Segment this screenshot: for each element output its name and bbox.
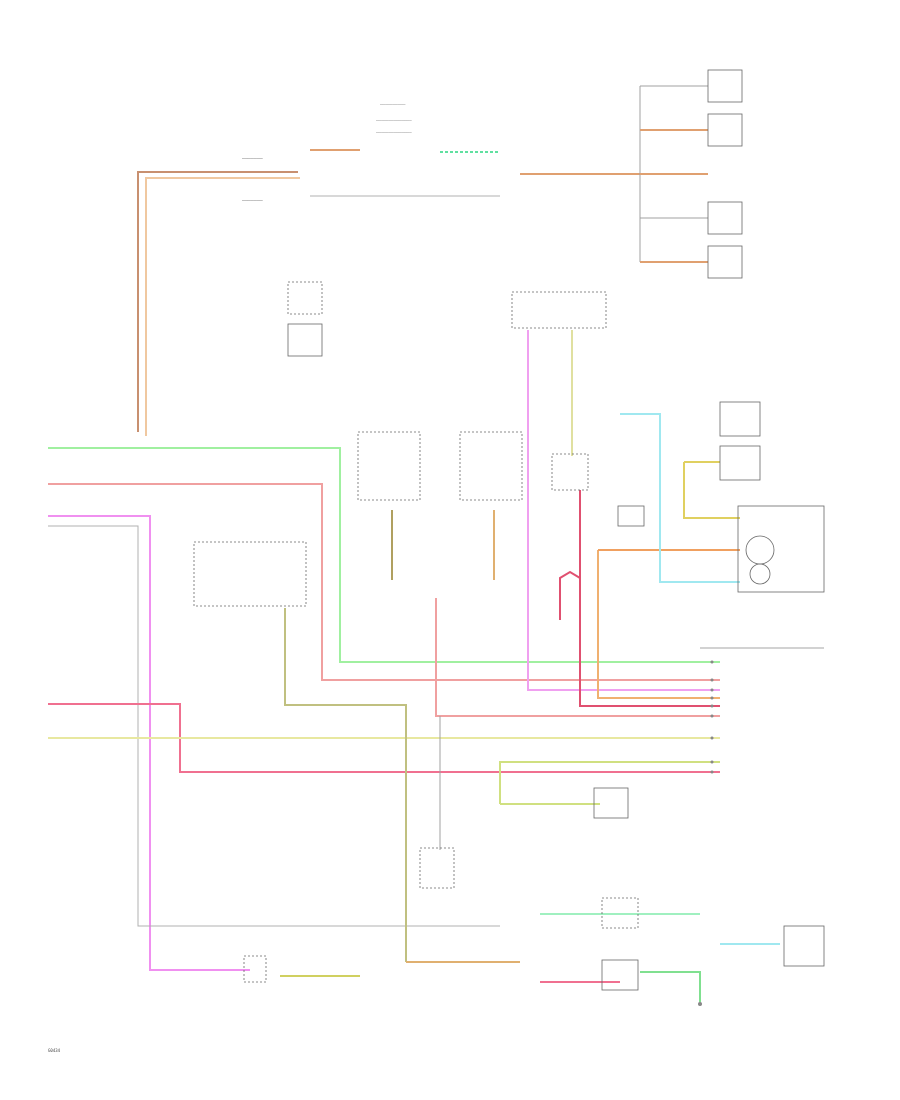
wire-orange-vert bbox=[597, 550, 720, 699]
label-hot-2: ─────── bbox=[241, 198, 263, 203]
terminal-3 bbox=[710, 688, 714, 692]
key-switch-box-2 bbox=[459, 431, 523, 501]
wire-tan-hot-bus bbox=[137, 171, 298, 432]
terminal-5 bbox=[710, 704, 714, 708]
wire-bottom-green bbox=[640, 971, 701, 1002]
terminals bbox=[698, 660, 714, 1006]
components bbox=[193, 69, 825, 991]
switch-box-1 bbox=[707, 69, 743, 103]
key-switch-box-1 bbox=[357, 431, 421, 501]
switch-box-2 bbox=[707, 113, 743, 147]
module-box-3 bbox=[737, 505, 825, 593]
page-code: G0434 bbox=[48, 1048, 61, 1053]
terminal-1 bbox=[710, 660, 714, 664]
wire-violet-door bbox=[527, 330, 720, 691]
lamp-box bbox=[551, 453, 589, 491]
wire-gray-1 bbox=[48, 525, 500, 927]
terminal-6 bbox=[710, 714, 714, 718]
gauge-circle-2 bbox=[749, 563, 771, 585]
label-top-1: ────────── bbox=[379, 103, 406, 107]
wire-tan-hot-bus-2 bbox=[145, 177, 300, 436]
label-hot-1: ─────── bbox=[241, 156, 263, 161]
relay-box-2 bbox=[287, 323, 323, 357]
wire-pink-1 bbox=[48, 483, 720, 681]
wire-red-loop bbox=[559, 570, 581, 620]
small-box bbox=[617, 505, 645, 527]
ignition-switch-box bbox=[193, 541, 307, 607]
wire-red-vert bbox=[579, 490, 720, 707]
bottom-module-1 bbox=[601, 897, 639, 929]
wire-olive bbox=[284, 608, 407, 962]
switch-box-4 bbox=[707, 201, 743, 235]
terminal-9 bbox=[710, 770, 714, 774]
terminal-4 bbox=[710, 696, 714, 700]
gauge-circle-1 bbox=[745, 535, 775, 565]
wire-green-sb bbox=[499, 761, 720, 804]
label-top-2: ────────────── bbox=[375, 119, 412, 123]
terminal-7 bbox=[710, 736, 714, 740]
buzzer-box bbox=[419, 847, 455, 889]
label-top-3: ────────────── bbox=[375, 131, 412, 135]
wire-dark-yellow bbox=[683, 462, 740, 519]
wire-lt-blue bbox=[620, 413, 740, 583]
bottom-right-module bbox=[783, 925, 825, 967]
switch-box-5 bbox=[707, 245, 743, 279]
door-switch-box bbox=[511, 291, 607, 329]
module-box-2 bbox=[719, 445, 761, 481]
annotations: ────────── ────────────── ──────────────… bbox=[48, 103, 412, 1053]
wire-pink-vert bbox=[435, 598, 720, 717]
relay-box-1 bbox=[287, 281, 323, 315]
seat-belt-switch-box bbox=[593, 787, 629, 819]
terminal-2 bbox=[710, 678, 714, 682]
wire-lt-green-long bbox=[48, 447, 720, 663]
wires bbox=[48, 85, 780, 1002]
terminal-8 bbox=[710, 760, 714, 764]
wire-violet-1 bbox=[48, 515, 250, 971]
module-box-1 bbox=[719, 401, 761, 437]
ground-terminal bbox=[698, 1002, 702, 1006]
bottom-module-2 bbox=[601, 959, 639, 991]
